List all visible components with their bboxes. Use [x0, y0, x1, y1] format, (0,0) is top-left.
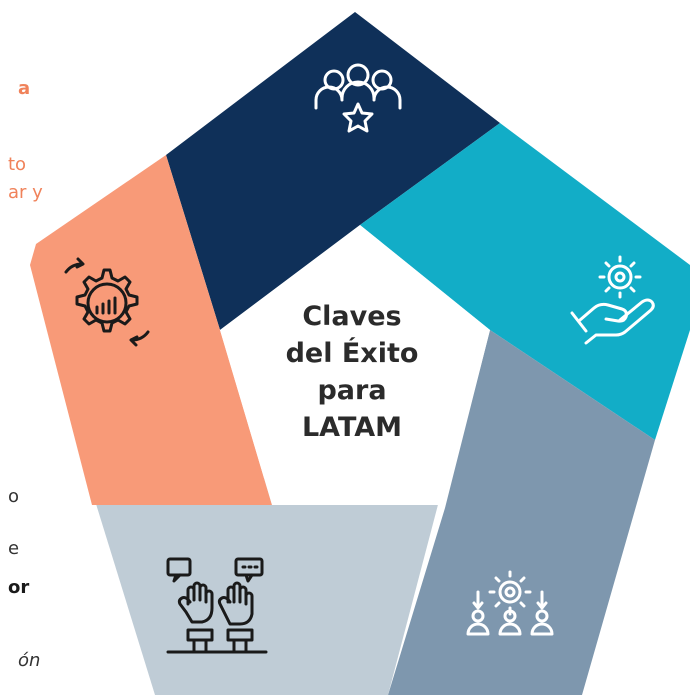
hand-gear-icon	[570, 255, 655, 345]
segment-slate	[388, 330, 655, 695]
text-fragment-to: to	[8, 154, 27, 175]
center-title-line-3: para	[317, 375, 387, 406]
gear-chart-cycle-icon	[64, 257, 150, 347]
text-fragment-or: or	[8, 577, 30, 598]
segment-light-gray	[88, 478, 445, 695]
text-fragment-o: o	[8, 486, 20, 507]
center-title-line-4: LATAM	[301, 412, 403, 443]
center-title-line-1: Claves	[302, 301, 402, 332]
team-star-icon	[314, 63, 402, 133]
text-fragment-on: ón	[18, 650, 41, 671]
center-pentagon	[220, 225, 490, 505]
text-fragment-ar-y: ar y	[8, 182, 43, 203]
center-title-line-2: del Éxito	[285, 338, 419, 369]
hierarchy-network-icon	[466, 570, 554, 636]
raised-hands-icon	[166, 557, 268, 654]
text-fragment-e: e	[8, 538, 20, 559]
center-title: Claves del Éxito para LATAM	[262, 298, 442, 446]
text-fragment-a: a	[18, 78, 31, 99]
segment-navy	[166, 12, 500, 330]
segment-teal	[360, 123, 690, 440]
segment-salmon	[30, 155, 272, 505]
